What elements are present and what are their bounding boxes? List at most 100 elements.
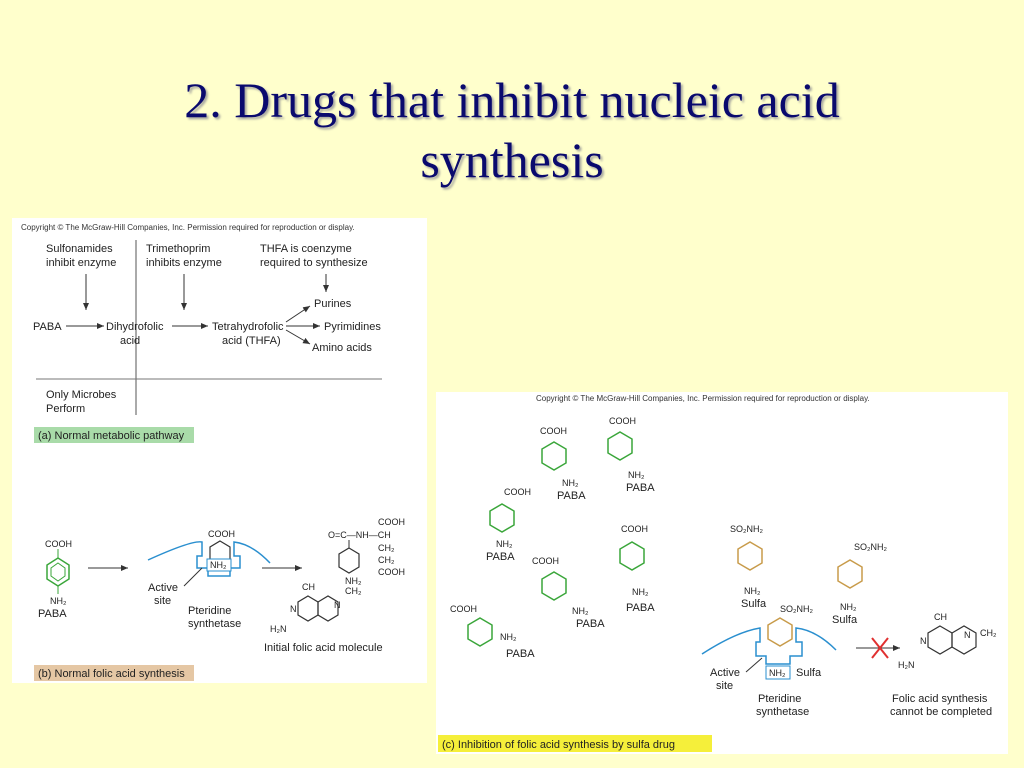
tetrahydrofolic-label: Tetrahydrofolic (212, 321, 284, 333)
folic-pteridine-ring-2 (317, 595, 339, 622)
folic-cooh-top: COOH (378, 517, 405, 527)
caption-c: (c) Inhibition of folic acid synthesis b… (442, 739, 675, 751)
svg-text:SO₂NH₂: SO₂NH₂ (730, 524, 763, 534)
svg-text:COOH: COOH (540, 426, 567, 436)
svg-text:PABA: PABA (506, 648, 535, 660)
paba-molecule-c3: COOH NH₂ PABA (486, 487, 531, 563)
title-line-1: 2. Drugs that inhibit nucleic acid (184, 72, 840, 128)
enzyme-c-outline (701, 627, 837, 665)
paba-molecule-c2: COOH NH₂ PABA (607, 416, 655, 494)
paba-b-label: PABA (38, 608, 67, 620)
caption-a: (a) Normal metabolic pathway (38, 430, 185, 442)
folic-nh: NH₂ (345, 576, 362, 586)
initial-folic-label: Initial folic acid molecule (264, 642, 383, 654)
svg-text:Sulfa: Sulfa (832, 614, 858, 626)
paba-molecule-c1: COOH NH₂ PABA (540, 426, 586, 502)
svg-text:PABA: PABA (486, 551, 515, 563)
folic-ch: CH (302, 582, 315, 592)
sulfonamides-label-2: inhibit enzyme (46, 257, 116, 269)
pyrimidines-label: Pyrimidines (324, 321, 381, 333)
svg-text:NH₂: NH₂ (572, 606, 589, 616)
folic-n-1: N (290, 604, 297, 614)
enzyme-b-nh2: NH₂ (210, 560, 227, 570)
pteridine-c-n2: N (964, 630, 971, 640)
purines-label: Purines (314, 298, 352, 310)
pteridine-c-h2n: H₂N (898, 660, 915, 670)
slide-title: 2. Drugs that inhibit nucleic acid synth… (0, 70, 1024, 190)
tetrahydrofolic-label-2: acid (THFA) (222, 335, 281, 347)
svg-text:NH₂: NH₂ (744, 586, 761, 596)
paba-b-nh2: NH₂ (50, 596, 67, 606)
svg-text:PABA: PABA (626, 482, 655, 494)
svg-text:NH₂: NH₂ (840, 602, 857, 612)
paba-molecule-b: COOH NH₂ PABA (38, 539, 72, 620)
dihydrofolic-label-2: acid (120, 335, 140, 347)
svg-text:Sulfa: Sulfa (741, 598, 767, 610)
folic-h2n: H₂N (270, 624, 287, 634)
svg-text:COOH: COOH (450, 604, 477, 614)
svg-text:PABA: PABA (626, 602, 655, 614)
svg-text:PABA: PABA (576, 618, 605, 630)
svg-text:COOH: COOH (621, 524, 648, 534)
svg-text:COOH: COOH (504, 487, 531, 497)
folic-side-chain: O=C—NH—CH (328, 530, 391, 540)
svg-text:NH₂: NH₂ (500, 632, 517, 642)
pteridine-c: Pteridine (758, 693, 801, 705)
enzyme-b-outline (147, 541, 271, 577)
paba-molecule-c5: COOH NH₂ PABA (619, 524, 655, 614)
dihydrofolic-label: Dihydrofolic (106, 321, 164, 333)
title-line-2: synthesis (420, 132, 604, 188)
folic-ch2-1: CH₂ (378, 543, 395, 553)
pteridine-c-ring-1 (927, 625, 953, 655)
svg-text:NH₂: NH₂ (632, 587, 649, 597)
enzyme-c-so2nh2: SO₂NH₂ (780, 604, 813, 614)
caption-b: (b) Normal folic acid synthesis (38, 668, 185, 680)
svg-text:COOH: COOH (609, 416, 636, 426)
pteridine-c-2: synthetase (756, 706, 809, 718)
pteridine-c-ring-2 (951, 625, 977, 655)
enzyme-b-cooh: COOH (208, 529, 235, 539)
cannot-complete-label: Folic acid synthesis (892, 693, 988, 705)
figure-sulfa-inhibition: Copyright © The McGraw-Hill Companies, I… (436, 392, 1008, 754)
pteridine-b-2: synthetase (188, 618, 241, 630)
paba-molecule-c4: COOH NH₂ PABA (532, 556, 605, 630)
folic-ch2-2: CH₂ (378, 555, 395, 565)
active-site-b-pointer (183, 567, 203, 587)
folic-ch2-link: CH₂ (345, 586, 362, 596)
active-site-b-2: site (154, 595, 171, 607)
svg-text:SO₂NH₂: SO₂NH₂ (854, 542, 887, 552)
figure-c-svg: Copyright © The McGraw-Hill Companies, I… (438, 394, 997, 752)
thfa-coenzyme-label: THFA is coenzyme (260, 243, 352, 255)
sulfa-molecule-2: SO₂NH₂ NH₂ Sulfa (832, 542, 887, 626)
figure-metabolic-pathway: Copyright © The McGraw-Hill Companies, I… (12, 218, 427, 683)
active-site-c-2: site (716, 680, 733, 692)
only-microbes-label: Only Microbes (46, 389, 117, 401)
copyright-c: Copyright © The McGraw-Hill Companies, I… (536, 394, 870, 403)
pteridine-c-ch2: CH₂ (980, 628, 997, 638)
svg-text:NH₂: NH₂ (562, 478, 579, 488)
purines-arrow (285, 305, 311, 323)
svg-text:NH₂: NH₂ (628, 470, 645, 480)
copyright-a: Copyright © The McGraw-Hill Companies, I… (21, 223, 355, 232)
cannot-complete-label-2: cannot be completed (890, 706, 992, 718)
enzyme-c-sulfa: Sulfa (796, 667, 822, 679)
trimethoprim-label-2: inhibits enzyme (146, 257, 222, 269)
thfa-coenzyme-label-2: required to synthesize (260, 257, 368, 269)
caption-a-box (34, 427, 194, 443)
folic-benzene-ring (338, 547, 360, 574)
folic-n-2: N (334, 600, 341, 610)
pteridine-c-n1: N (920, 636, 927, 646)
paba-b-cooh: COOH (45, 539, 72, 549)
figure-top-svg: Copyright © The McGraw-Hill Companies, I… (21, 223, 405, 681)
sulfonamides-label: Sulfonamides (46, 243, 113, 255)
active-site-c: Active (710, 667, 740, 679)
amino-acids-label: Amino acids (312, 342, 372, 354)
caption-b-box (34, 665, 194, 681)
only-microbes-label-2: Perform (46, 403, 85, 415)
caption-c-box (438, 735, 712, 752)
folic-pteridine-ring-1 (297, 595, 319, 622)
enzyme-c-nh2-box (765, 665, 791, 680)
sulfa-molecule-1: SO₂NH₂ NH₂ Sulfa (730, 524, 767, 610)
pteridine-c-ch: CH (934, 612, 947, 622)
inhibit-x-icon (871, 637, 889, 659)
